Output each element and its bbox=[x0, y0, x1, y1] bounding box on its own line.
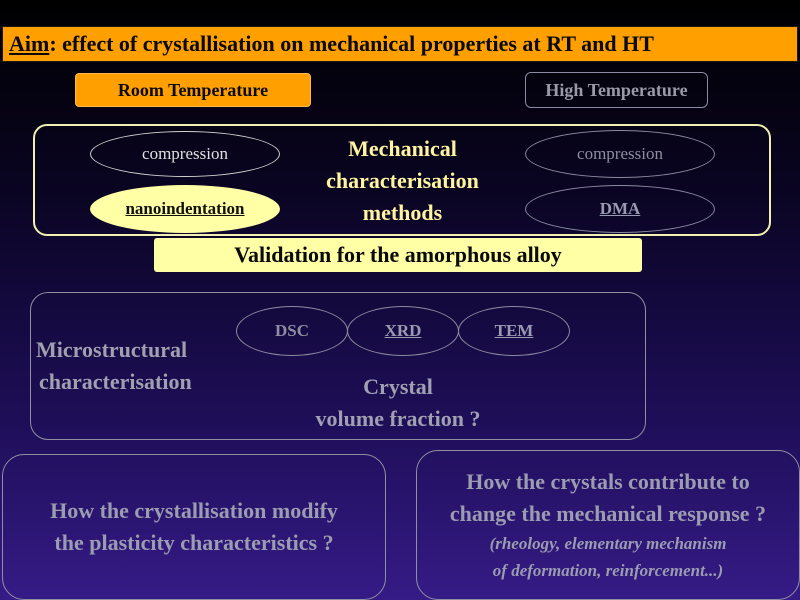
mechanical-heading-line: Mechanical bbox=[348, 135, 457, 161]
mechanical-response-question-box: How the crystals contribute to change th… bbox=[416, 450, 800, 600]
question-line: How the crystallisation modify bbox=[50, 498, 338, 523]
mechanical-methods-box bbox=[33, 124, 771, 236]
xrd-oval[interactable]: XRD bbox=[347, 306, 459, 356]
crystal-line: volume fraction ? bbox=[315, 406, 481, 431]
title-bar: Aim: effect of crystallisation on mechan… bbox=[2, 26, 798, 62]
mechanical-heading: Mechanical characterisation methods bbox=[300, 133, 505, 228]
validation-banner: Validation for the amorphous alloy bbox=[154, 238, 642, 272]
mechanical-heading-line: characterisation bbox=[326, 167, 479, 193]
high-temperature-button[interactable]: High Temperature bbox=[525, 72, 708, 108]
rt-compression-oval[interactable]: compression bbox=[90, 131, 280, 177]
title-text: : effect of crystallisation on mechanica… bbox=[49, 31, 654, 56]
dsc-oval[interactable]: DSC bbox=[236, 306, 348, 356]
microstructural-label-line: Microstructural bbox=[36, 337, 188, 362]
question-line: the plasticity characteristics ? bbox=[54, 530, 334, 555]
crystal-volume-fraction: Crystal volume fraction ? bbox=[292, 370, 504, 436]
title-aim: Aim bbox=[9, 31, 50, 56]
question-subline: of deformation, reinforcement...) bbox=[492, 561, 724, 580]
plasticity-question-box: How the crystallisation modify the plast… bbox=[2, 454, 386, 600]
microstructural-label-line: characterisation bbox=[39, 369, 192, 394]
room-temperature-button[interactable]: Room Temperature bbox=[75, 73, 311, 107]
question-line: How the crystals contribute to bbox=[466, 469, 750, 494]
question-line: change the mechanical response ? bbox=[449, 501, 767, 526]
question-subline: (rheology, elementary mechanism bbox=[489, 534, 727, 553]
rt-nanoindentation-oval[interactable]: nanoindentation bbox=[90, 185, 280, 233]
microstructural-label: Microstructural characterisation bbox=[36, 334, 236, 400]
tem-oval[interactable]: TEM bbox=[458, 306, 570, 356]
crystal-line: Crystal bbox=[363, 374, 433, 399]
ht-compression-oval[interactable]: compression bbox=[525, 130, 715, 178]
microstructural-box bbox=[30, 292, 646, 440]
mechanical-heading-line: methods bbox=[362, 199, 443, 225]
ht-dma-oval[interactable]: DMA bbox=[525, 185, 715, 233]
